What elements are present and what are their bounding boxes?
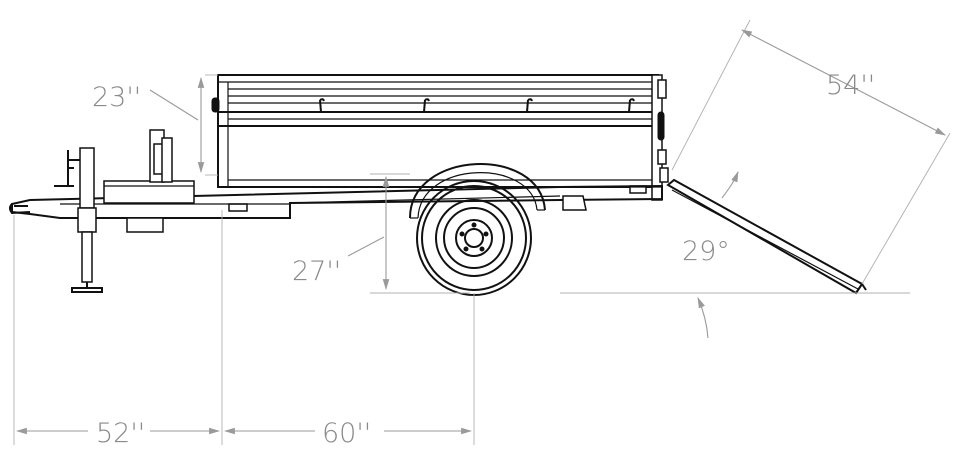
dim-box-to-axle-label: 60'' (322, 418, 371, 449)
tongue-jack (54, 147, 103, 293)
dim-ground-clearance-label: 27'' (292, 256, 341, 287)
dim-tongue-length-label: 52'' (96, 418, 145, 449)
dimensions: 23'' 54'' 29° 27'' 52'' 60'' (13, 19, 951, 449)
dim-side-height-label: 23'' (92, 82, 141, 113)
dim-ramp-length-label: 54'' (826, 70, 875, 101)
spare-mount (103, 129, 195, 204)
dim-ramp-angle-label: 29° (682, 236, 730, 267)
frame (9, 184, 663, 233)
fender (409, 163, 546, 219)
